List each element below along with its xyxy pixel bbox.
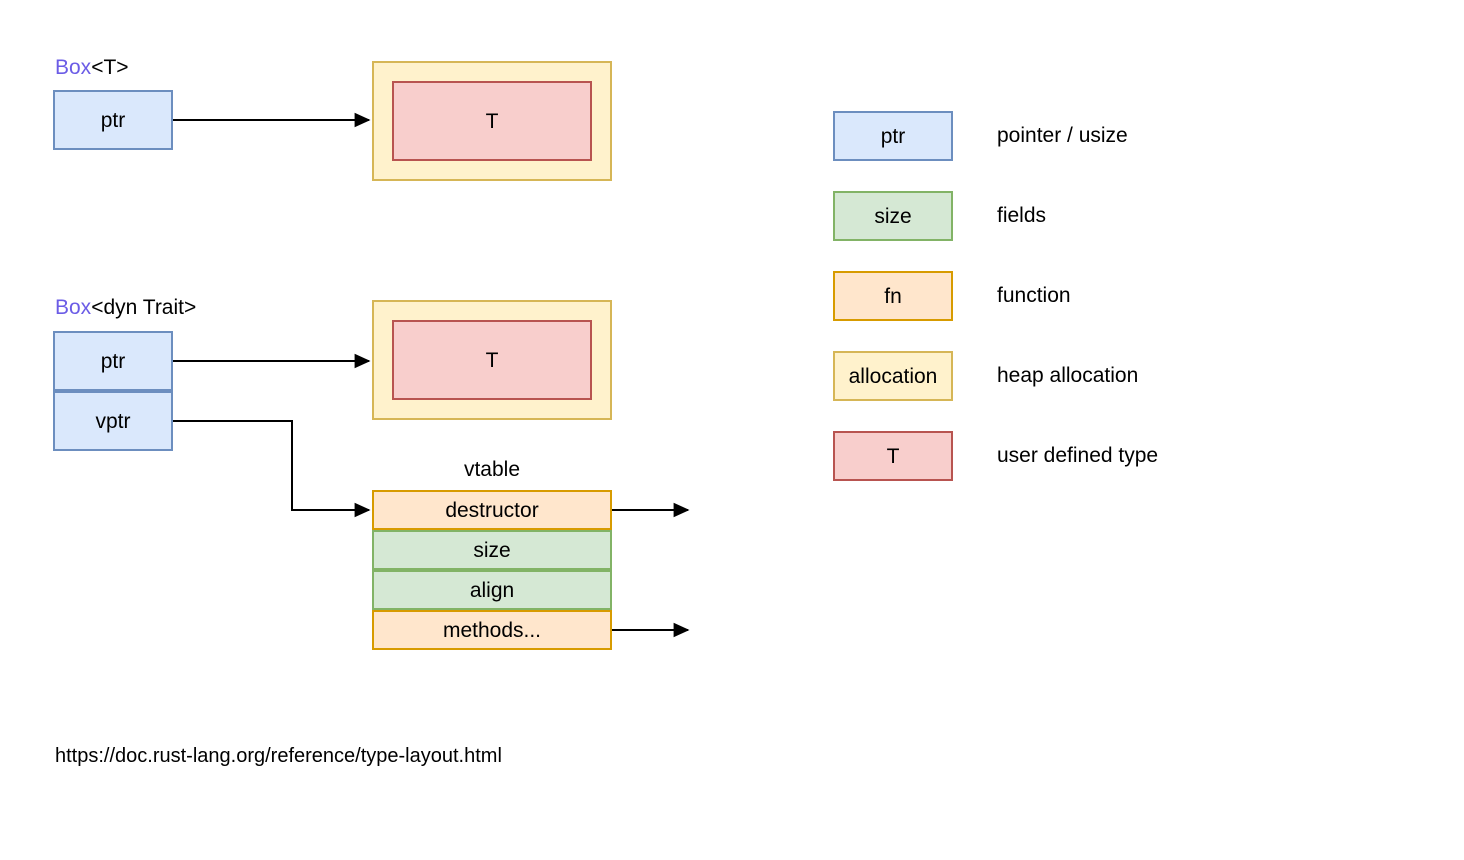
legend-desc-function: function — [997, 284, 1071, 307]
vtable-row-methods: methods... — [372, 610, 612, 650]
box-dyn-type-cell: T — [392, 320, 592, 400]
box-t-ptr-cell: ptr — [53, 90, 173, 150]
box-dyn-title-accent: Box — [55, 296, 92, 319]
legend-swatch-ptr: ptr — [833, 111, 953, 161]
vtable-title: vtable — [463, 458, 521, 481]
box-dyn-title-rest: <dyn Trait> — [91, 296, 197, 319]
vtable-row-destructor: destructor — [372, 490, 612, 530]
legend-swatch-fn: fn — [833, 271, 953, 321]
box-t-title-accent: Box — [55, 56, 92, 79]
legend-desc-fields: fields — [997, 204, 1047, 227]
vtable-row-align: align — [372, 570, 612, 610]
box-t-type-cell: T — [392, 81, 592, 161]
box-dyn-title: Box<dyn Trait> — [55, 296, 196, 320]
vptr-to-vtable-arrow — [173, 420, 371, 518]
legend-desc-pointer: pointer / usize — [997, 124, 1128, 147]
legend-swatch-user-type: T — [833, 431, 953, 481]
box-dyn-vptr-cell: vptr — [53, 391, 173, 451]
legend-desc-user-defined-type: user defined type — [997, 444, 1159, 467]
box-dyn-ptr-cell: ptr — [53, 331, 173, 391]
legend-swatch-size: size — [833, 191, 953, 241]
legend-desc-heap-allocation: heap allocation — [997, 364, 1139, 387]
box-t-title: Box<T> — [55, 56, 129, 80]
box-t-heap-allocation: T — [372, 61, 612, 181]
box-t-title-rest: <T> — [91, 56, 129, 79]
box-dyn-heap-allocation: T — [372, 300, 612, 420]
source-url: https://doc.rust-lang.org/reference/type… — [55, 745, 502, 767]
vtable-row-size: size — [372, 530, 612, 570]
legend-swatch-allocation: allocation — [833, 351, 953, 401]
